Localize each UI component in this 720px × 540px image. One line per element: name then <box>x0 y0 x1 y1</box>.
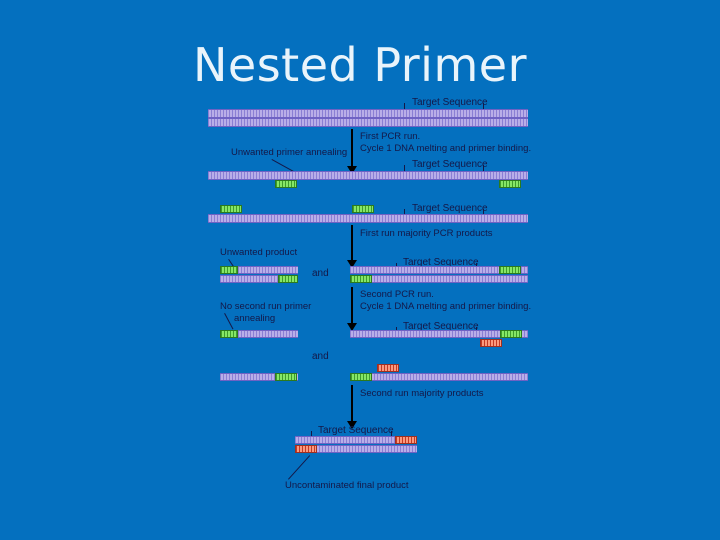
page-title: Nested Primer <box>193 38 527 92</box>
process-arrow-first-pcr <box>347 129 357 174</box>
outer-primer-target-strand-b-left <box>350 373 372 381</box>
unwanted-strand-b <box>220 373 298 381</box>
process-arrow-second-pcr <box>347 287 357 331</box>
dna-strand-melted-2 <box>208 214 528 223</box>
unwanted-product-label: Unwanted product <box>220 247 298 258</box>
unwanted-strand-no-nested-primer <box>220 330 298 338</box>
target-bracket-tick-left-2 <box>404 165 405 172</box>
outer-primer-unwanted-strand-b <box>275 373 297 381</box>
dna-strand-template-top <box>208 109 528 118</box>
target-sequence-label-1: Target Sequence <box>412 97 488 108</box>
target-bracket-tick-right-2 <box>483 165 484 172</box>
target-product-top-strand <box>350 266 528 274</box>
target-bracket-tick-right-6 <box>391 431 392 438</box>
leader-line-final-product <box>288 455 311 480</box>
second-pcr-label-line1: Second PCR run. <box>360 289 434 300</box>
first-run-products-label: First run majority PCR products <box>360 228 493 239</box>
process-arrow-first-products <box>347 225 357 268</box>
target-strand-second-run <box>350 330 528 338</box>
unwanted-product-bottom-strand <box>220 275 298 283</box>
outer-primer-target-strand-right <box>500 330 522 338</box>
dna-strand-template-bottom <box>208 118 528 127</box>
final-product-nested-primer-bottom-left <box>295 445 317 453</box>
target-product-primer-bottom-left <box>350 275 372 283</box>
unwanted-product-primer-bottom-right <box>278 275 298 283</box>
target-product-bottom-strand <box>350 275 528 283</box>
final-product-top-strand <box>295 436 417 444</box>
target-sequence-label-5: Target Sequence <box>403 321 479 332</box>
target-sequence-label-3: Target Sequence <box>412 203 488 214</box>
no-second-run-label-line1: No second run primer <box>220 301 312 312</box>
leader-line-no-second-run <box>224 313 234 330</box>
final-product-nested-primer-top-right <box>395 436 417 444</box>
target-strand-second-run-b <box>350 373 528 381</box>
unwanted-product-primer-top-left <box>220 266 238 274</box>
outer-primer-unwanted-site <box>275 180 297 188</box>
conjunction-and-1: and <box>312 268 329 279</box>
no-second-run-label-line2: annealing <box>234 313 276 324</box>
target-bracket-tick-right-1 <box>483 103 484 110</box>
nested-primer-binding-right <box>480 339 502 347</box>
second-run-products-label: Second run majority products <box>360 388 484 399</box>
first-pcr-label-line2: Cycle 1 DNA melting and primer binding. <box>360 143 532 154</box>
second-pcr-label-line2: Cycle 1 DNA melting and primer binding. <box>360 301 532 312</box>
unwanted-product-top-strand <box>220 266 298 274</box>
target-bracket-tick-left-1 <box>404 103 405 110</box>
target-bracket-tick-left-3 <box>404 209 405 216</box>
target-bracket-tick-left-6 <box>311 431 312 438</box>
target-sequence-label-2: Target Sequence <box>412 159 488 170</box>
conjunction-and-2: and <box>312 351 329 362</box>
uncontaminated-final-product-label: Uncontaminated final product <box>285 480 409 491</box>
first-pcr-label-line1: First PCR run. <box>360 131 421 142</box>
target-product-primer-top-right <box>499 266 521 274</box>
outer-primer-on-unwanted-strand <box>220 330 238 338</box>
outer-primer-left-target <box>352 205 374 213</box>
nested-primer-binding-left <box>377 364 399 372</box>
nested-pcr-diagram: Target Sequence First PCR run. Cycle 1 D… <box>195 95 532 495</box>
target-bracket-tick-right-3 <box>483 209 484 216</box>
process-arrow-second-products <box>347 385 357 429</box>
target-sequence-label-4: Target Sequence <box>403 257 479 268</box>
outer-primer-left-unwanted <box>220 205 242 213</box>
final-product-bottom-strand <box>295 445 417 453</box>
outer-primer-target-site-right <box>499 180 521 188</box>
target-sequence-label-6: Target Sequence <box>318 425 394 436</box>
unwanted-primer-annealing-label: Unwanted primer annealing <box>231 147 348 158</box>
dna-strand-melted-1 <box>208 171 528 180</box>
